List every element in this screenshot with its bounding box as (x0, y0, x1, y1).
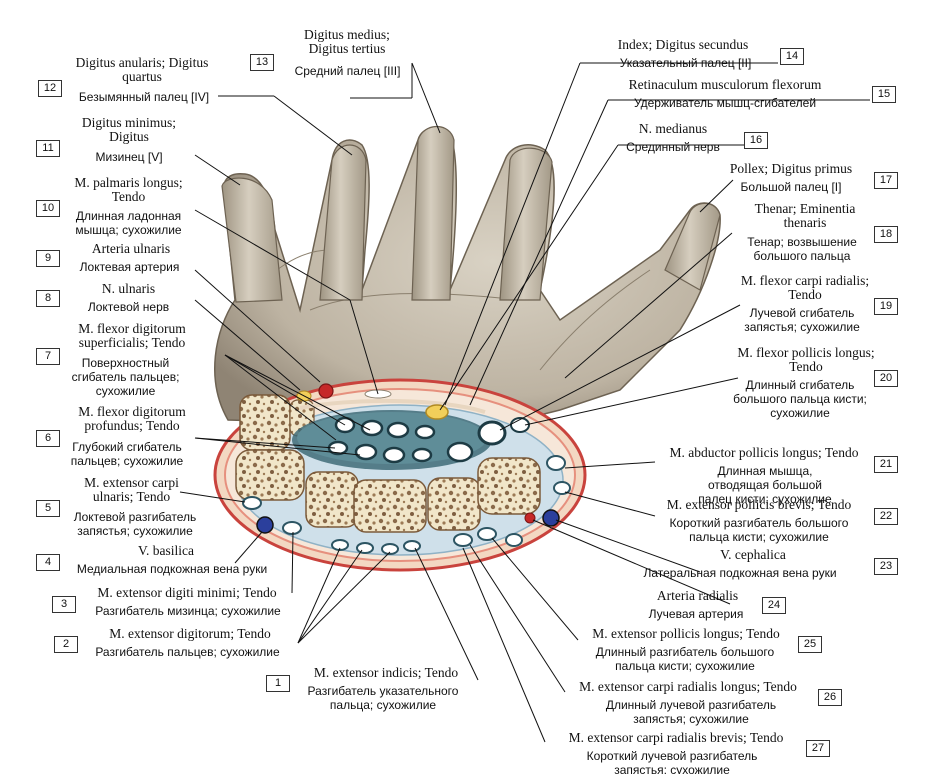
label-10-latin: M. palmaris longus; Tendo (74, 175, 183, 204)
label-14-latin: Index; Digitus secundus (617, 37, 749, 52)
label-7-russian: Поверхностный сгибатель пальцев; сухожил… (71, 356, 180, 398)
label-12-russian: Безымянный палец [IV] (78, 90, 210, 104)
label-22-latin: M. extensor pollicis brevis; Tendo (666, 497, 852, 512)
label-10-russian: Длинная ладонная мышца; сухожилие (75, 209, 182, 237)
label-4-number: 4 (36, 554, 60, 571)
label-6-latin: M. flexor digitorum profundus; Tendo (78, 404, 186, 433)
label-5-latin: M. extensor carpi ulnaris; Tendo (84, 475, 179, 504)
label-21-latin: M. abductor pollicis longus; Tendo (669, 445, 859, 460)
label-26-number: 26 (818, 689, 842, 706)
label-26-latin: M. extensor carpi radialis longus; Tendo (579, 679, 797, 694)
label-23-russian: Латеральная подкожная вена руки (643, 566, 837, 580)
label-11-number: 11 (36, 140, 60, 157)
label-17-latin: Pollex; Digitus primus (729, 161, 853, 176)
label-20-russian: Длинный сгибатель большого пальца кисти;… (733, 378, 867, 420)
label-13-russian: Средний палец [III] (294, 64, 401, 78)
label-16-number: 16 (744, 132, 768, 149)
label-3-latin: M. extensor digiti minimi; Tendo (97, 585, 277, 600)
label-5-number: 5 (36, 500, 60, 517)
label-24-russian: Лучевая артерия (648, 607, 744, 621)
label-6-russian: Глубокий сгибатель пальцев; сухожилие (70, 440, 184, 468)
label-9-number: 9 (36, 250, 60, 267)
label-22-number: 22 (874, 508, 898, 525)
label-16-russian: Срединный нерв (626, 140, 720, 154)
label-7-number: 7 (36, 348, 60, 365)
label-19-number: 19 (874, 298, 898, 315)
label-26-russian: Длинный лучевой разгибатель запястья; су… (605, 698, 777, 726)
label-15-number: 15 (872, 86, 896, 103)
leader-lines (179, 62, 870, 743)
label-25-number: 25 (798, 636, 822, 653)
label-19-russian: Лучевой сгибатель запястья; сухожилие (744, 306, 860, 334)
label-24-latin: Arteria radialis (656, 588, 739, 603)
label-27-number: 27 (806, 740, 830, 757)
label-5-russian: Локтевой разгибатель запястья; сухожилие (73, 510, 197, 538)
label-14-russian: Указательный палец [II] (619, 56, 752, 70)
label-17-russian: Большой палец [I] (740, 180, 842, 194)
label-8-russian: Локтевой нерв (87, 300, 170, 314)
label-24-number: 24 (762, 597, 786, 614)
label-25-russian: Длинный разгибатель большого пальца кист… (595, 645, 775, 673)
label-4-latin: V. basilica (138, 543, 194, 558)
label-20-number: 20 (874, 370, 898, 387)
label-25-latin: M. extensor pollicis longus; Tendo (592, 626, 780, 641)
label-21-number: 21 (874, 456, 898, 473)
label-4-russian: Медиальная подкожная вена руки (76, 562, 268, 576)
label-13-number: 13 (250, 54, 274, 71)
label-18-latin: Thenar; Eminentia thenaris (754, 201, 856, 230)
label-11-latin: Digitus minimus; Digitus (81, 115, 177, 144)
hand-silhouette (214, 126, 721, 426)
label-21-russian: Длинная мышца, отводящая большой палец к… (698, 464, 832, 506)
label-12-latin: Digitus anularis; Digitus quartus (75, 55, 209, 84)
label-11-russian: Мизинец [V] (95, 150, 163, 164)
label-27-russian: Короткий лучевой разгибатель запястья; с… (586, 749, 758, 774)
label-20-latin: M. flexor pollicis longus; Tendo (737, 345, 875, 374)
label-15-russian: Удерживатель мышц-сгибателей (633, 96, 817, 110)
label-18-russian: Тенар; возвышение большого пальца (747, 235, 857, 263)
label-9-latin: Arteria ulnaris (91, 241, 171, 256)
label-7-latin: M. flexor digitorum superficialis; Tendo (78, 321, 186, 350)
label-3-russian: Разгибатель мизинца; сухожилие (95, 604, 281, 618)
label-17-number: 17 (874, 172, 898, 189)
label-1-russian: Разгибатель указательного пальца; сухожи… (307, 684, 459, 712)
label-22-russian: Короткий разгибатель большого пальца кис… (669, 516, 849, 544)
wrist-cross-section (213, 378, 587, 572)
label-13-latin: Digitus medius; Digitus tertius (304, 27, 390, 56)
label-10-number: 10 (36, 200, 60, 217)
label-9-russian: Локтевая артерия (79, 260, 180, 274)
label-23-number: 23 (874, 558, 898, 575)
label-14-number: 14 (780, 48, 804, 65)
label-3-number: 3 (52, 596, 76, 613)
label-2-russian: Разгибатель пальцев; сухожилие (95, 645, 280, 659)
label-8-latin: N. ulnaris (101, 281, 156, 296)
label-23-latin: V. cephalica (720, 547, 786, 562)
label-8-number: 8 (36, 290, 60, 307)
label-2-latin: M. extensor digitorum; Tendo (109, 626, 271, 641)
label-27-latin: M. extensor carpi radialis brevis; Tendo (568, 730, 784, 745)
label-1-latin: M. extensor indicis; Tendo (313, 665, 459, 680)
label-18-number: 18 (874, 226, 898, 243)
label-15-latin: Retinaculum musculorum flexorum (628, 77, 822, 92)
label-12-number: 12 (38, 80, 62, 97)
label-19-latin: M. flexor carpi radialis; Tendo (740, 273, 870, 302)
label-1-number: 1 (266, 675, 290, 692)
label-2-number: 2 (54, 636, 78, 653)
label-6-number: 6 (36, 430, 60, 447)
label-16-latin: N. medianus (638, 121, 708, 136)
